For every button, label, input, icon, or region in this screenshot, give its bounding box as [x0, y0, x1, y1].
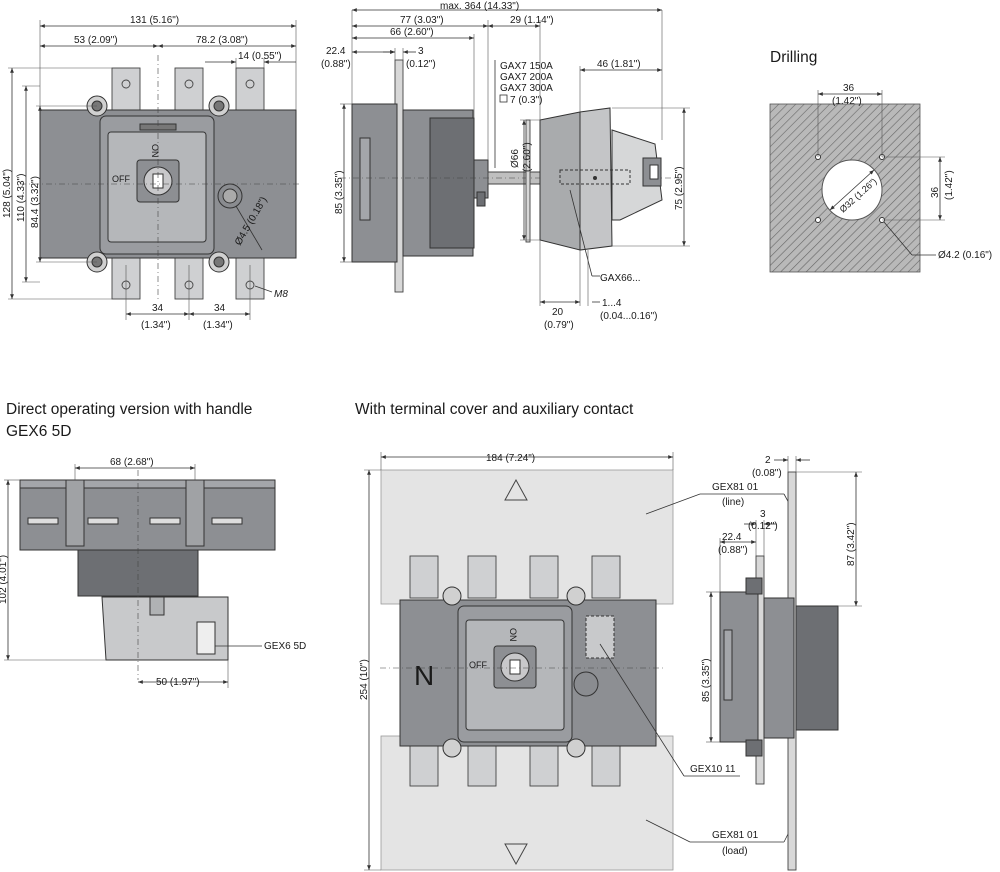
front-height-128: 128 (5.04"): [2, 169, 13, 218]
pitch-1-in: (1.34"): [141, 320, 171, 331]
front-left-dim: 53 (2.09"): [74, 35, 118, 46]
gax-200: GAX7 200A: [500, 72, 553, 83]
drilling-title: Drilling: [770, 49, 817, 66]
side-max-length: max. 364 (14.33"): [440, 1, 519, 12]
covered-off: OFF: [469, 660, 487, 670]
neutral-label: N: [414, 660, 434, 691]
shaft-square: 7 (0.3"): [510, 95, 542, 106]
covered-view: With terminal cover and auxiliary contac…: [355, 401, 862, 871]
covered-d2-in: (0.08"): [752, 468, 782, 479]
direct-operating-view: Direct operating version with handle GEX…: [0, 401, 306, 688]
gex81-line: GEX81 01: [712, 482, 759, 493]
bolt-size: M8: [274, 289, 288, 300]
switch-body-side: [351, 103, 398, 263]
direct-d50: 50 (1.97"): [156, 677, 200, 688]
drilling-view: Drilling 36 (1.42") 36 (1.42") Ø32 (1.26…: [769, 49, 992, 273]
drill-w-in: (1.42"): [832, 96, 862, 107]
cover-title: With terminal cover and auxiliary contac…: [355, 401, 634, 418]
terminal-top-2: [174, 67, 204, 111]
direct-w68: 68 (2.68"): [110, 457, 154, 468]
pitch-2-in: (1.34"): [203, 320, 233, 331]
covered-d2: 2: [765, 455, 771, 466]
front-height-84: 84.4 (3.32"): [30, 176, 41, 228]
side-h85: 85 (3.35"): [334, 170, 345, 214]
covered-w184: 184 (7.24"): [486, 453, 535, 464]
side-d66: 66 (2.60"): [390, 27, 434, 38]
side-d22: 22.4: [326, 46, 346, 57]
covered-d3: 3: [760, 509, 766, 520]
side-view: max. 364 (14.33") 77 (3.03") 29 (1.14") …: [321, 1, 690, 331]
pitch-2: 34: [214, 303, 226, 314]
gex81-load: GEX81 01: [712, 830, 759, 841]
terminal-width-dim: 14 (0.55"): [238, 51, 282, 62]
side-dia66-in: (2.60"): [522, 142, 533, 172]
covered-h87: 87 (3.42"): [846, 522, 857, 566]
direct-body: [19, 479, 276, 551]
gax66-label: GAX66...: [600, 273, 641, 284]
aux-contact: [585, 615, 615, 659]
direct-gex-label: GEX6 5D: [264, 641, 306, 652]
gex10-label: GEX10 11: [690, 764, 736, 775]
label-off: OFF: [112, 174, 130, 184]
drill-hole: Ø4.2 (0.16"): [938, 250, 992, 261]
side-d14: 1...4: [602, 298, 622, 309]
covered-d22-in: (0.88"): [718, 545, 748, 556]
gax-150: GAX7 150A: [500, 61, 553, 72]
side-d29: 29 (1.14"): [510, 15, 554, 26]
side-d14-in: (0.04...0.16"): [600, 311, 657, 322]
terminal-top-3: [235, 67, 265, 111]
covered-d3-in: (0.12"): [748, 521, 778, 532]
label-on: ON: [150, 144, 160, 158]
arrow-up-icon: [504, 478, 528, 501]
direct-title-1: Direct operating version with handle: [6, 401, 252, 418]
covered-on: ON: [508, 628, 518, 642]
drill-w: 36: [843, 83, 855, 94]
side-d77: 77 (3.03"): [400, 15, 444, 26]
gax-300: GAX7 300A: [500, 83, 553, 94]
gex81-line-sub: (line): [722, 497, 744, 508]
front-right-dim: 78.2 (3.08"): [196, 35, 248, 46]
side-h75: 75 (2.95"): [674, 166, 685, 210]
side-dia66: Ø66: [510, 149, 521, 168]
pitch-1: 34: [152, 303, 164, 314]
covered-h254: 254 (10"): [359, 659, 370, 700]
side-d3-in: (0.12"): [406, 59, 436, 70]
side-d20: 20: [552, 307, 564, 318]
direct-h102: 102 (4.01"): [0, 555, 9, 604]
front-width: 131 (5.16"): [130, 15, 179, 26]
gex81-load-sub: (load): [722, 846, 748, 857]
arrow-down-icon: [504, 843, 528, 866]
side-d22-in: (0.88"): [321, 59, 351, 70]
drill-h-in: (1.42"): [944, 170, 955, 200]
covered-h85: 85 (3.35"): [701, 658, 712, 702]
drill-h: 36: [930, 186, 941, 198]
direct-title-2: GEX6 5D: [6, 423, 71, 440]
door-panel: [525, 119, 531, 243]
side-d3: 3: [418, 46, 424, 57]
side-d20-in: (0.79"): [544, 320, 574, 331]
front-height-110: 110 (4.33"): [16, 174, 27, 222]
terminal-top-1: [111, 67, 141, 111]
covered-d22: 22.4: [722, 532, 742, 543]
front-view: ON OFF 131 (5.16") 53 (2.09") 78.2 (3.08…: [2, 15, 302, 331]
side-d46: 46 (1.81"): [597, 59, 641, 70]
